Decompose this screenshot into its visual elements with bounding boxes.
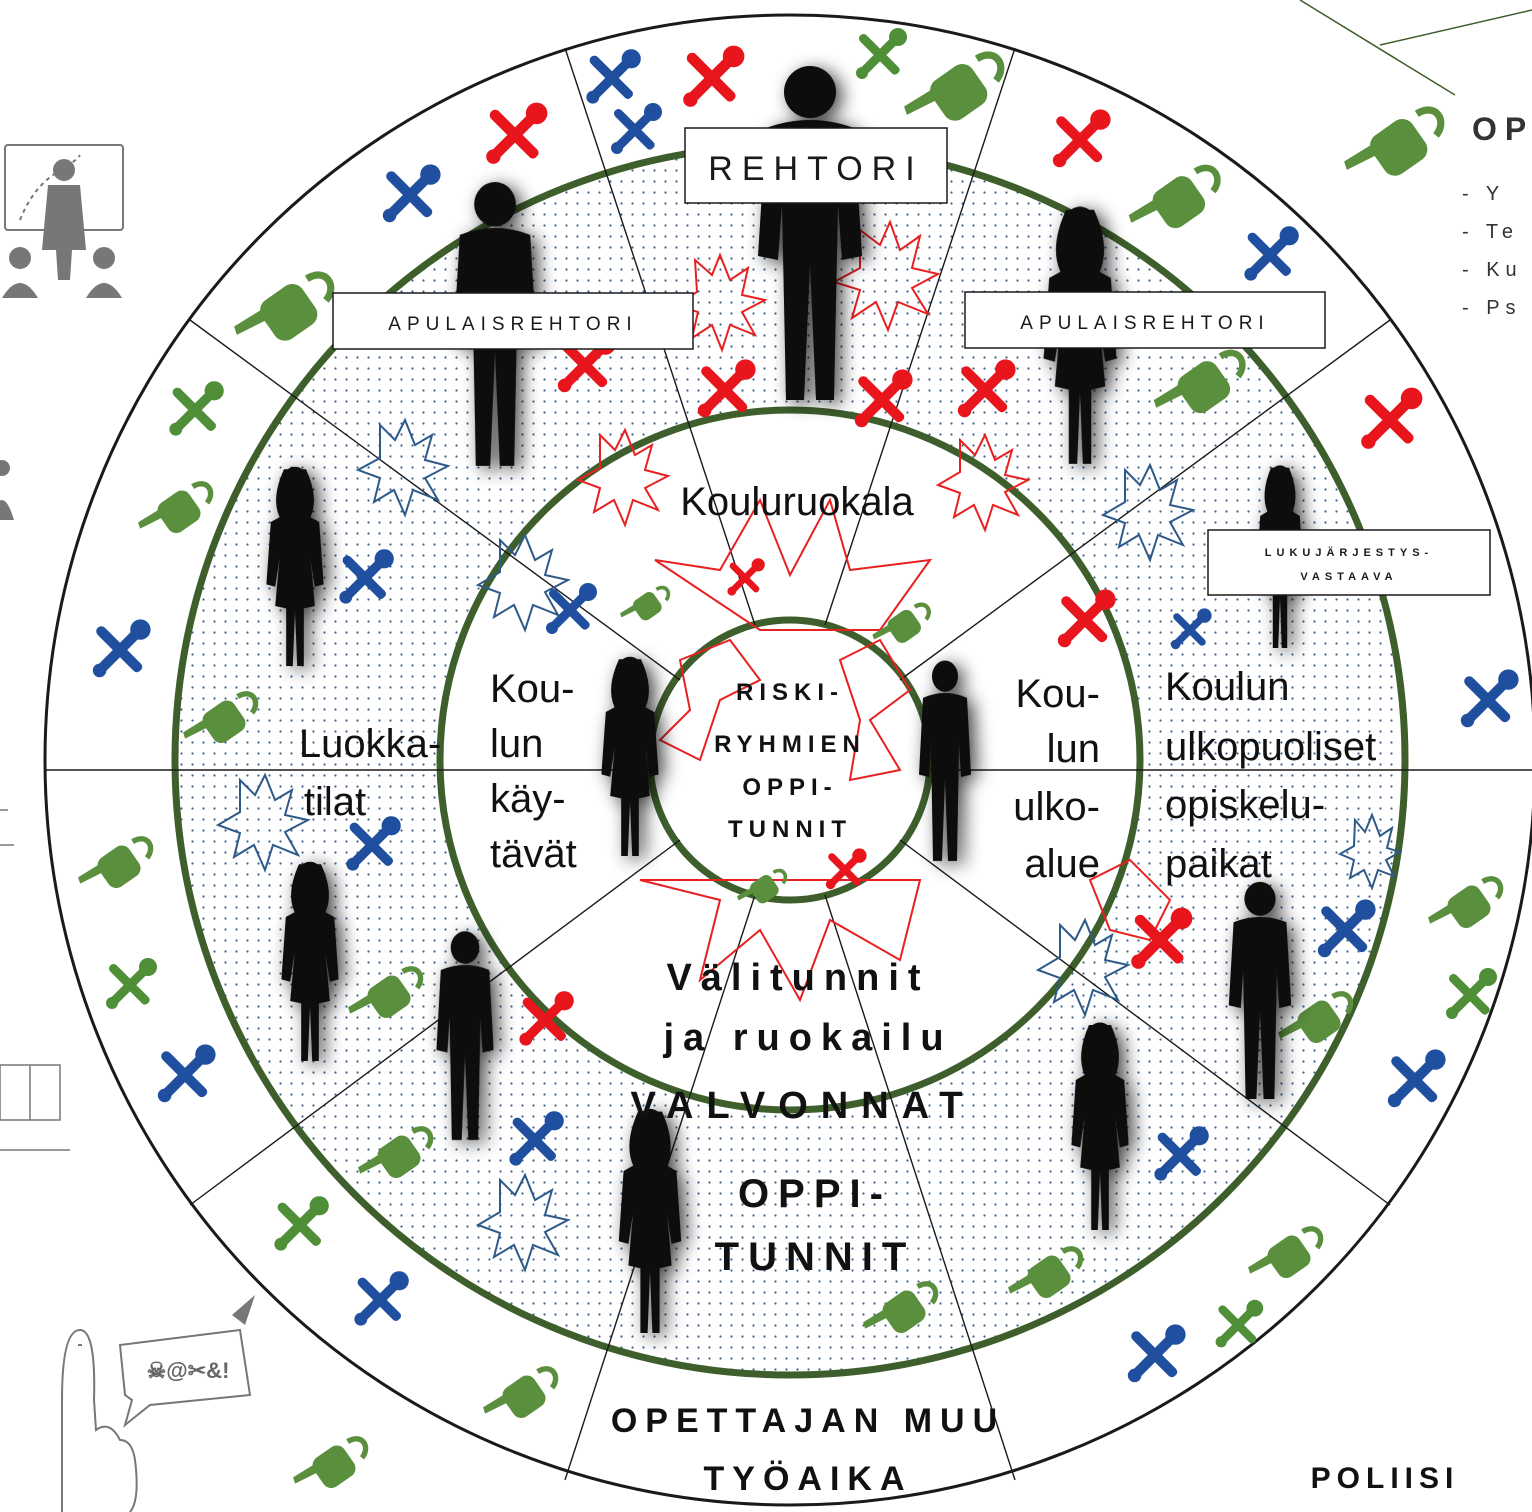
outdoor-line-4: alue bbox=[1024, 842, 1100, 886]
center-line-4: TUNNIT bbox=[728, 816, 852, 843]
teacher-figure-icon bbox=[2, 159, 122, 298]
outdoor-line-2: lun bbox=[1047, 727, 1100, 771]
breaks-line-1: Välitunnit bbox=[666, 957, 929, 999]
canteen-label: Kouluruokala bbox=[680, 480, 914, 524]
offsite-line-4: paikat bbox=[1165, 842, 1272, 886]
corner-line-2 bbox=[1380, 10, 1532, 45]
timetable-box bbox=[1208, 530, 1490, 595]
other-work-line-2: TYÖAIKA bbox=[704, 1460, 913, 1498]
vice-principal-right-label: APULAISREHTORI bbox=[1020, 313, 1269, 334]
speech-bubble: ☠@✂&! bbox=[120, 1295, 255, 1425]
side-heading: OP bbox=[1472, 111, 1532, 147]
corridors-line-3: käy- bbox=[490, 777, 566, 821]
corner-line bbox=[1300, 0, 1455, 95]
side-list-item: - Ku bbox=[1462, 259, 1523, 281]
inner-green-ring bbox=[650, 620, 930, 900]
outdoor-line-3: ulko- bbox=[1013, 785, 1100, 829]
speech-symbols: ☠@✂&! bbox=[147, 1358, 230, 1383]
classrooms-line-1: Luokka- bbox=[299, 722, 441, 766]
corridors-line-1: Kou- bbox=[490, 667, 575, 711]
lessons-line-2: TUNNIT bbox=[715, 1235, 916, 1279]
corridors-line-4: tävät bbox=[490, 832, 577, 876]
center-line-2: RYHMIEN bbox=[714, 731, 866, 758]
offsite-line-2: ulkopuoliset bbox=[1165, 725, 1376, 769]
offsite-line-3: opiskelu- bbox=[1165, 783, 1325, 827]
offsite-line-1: Koulun bbox=[1165, 665, 1290, 709]
side-list-item: - Y bbox=[1462, 183, 1505, 205]
corridors-line-2: lun bbox=[490, 722, 543, 766]
supervision-label: VALVONNAT bbox=[631, 1085, 976, 1127]
side-list-item: - Ps bbox=[1462, 297, 1522, 319]
watering-can-icon bbox=[294, 1439, 366, 1491]
other-work-line-1: OPETTAJAN MUU bbox=[611, 1402, 1005, 1440]
timetable-line-1: LUKUJÄRJESTYS- bbox=[1265, 546, 1433, 559]
center-line-3: OPPI- bbox=[742, 774, 837, 801]
principal-label: REHTORI bbox=[708, 150, 923, 188]
side-list-item: - Te bbox=[1462, 221, 1519, 243]
outdoor-line-1: Kou- bbox=[1016, 672, 1101, 716]
lessons-line-1: OPPI- bbox=[738, 1172, 892, 1216]
center-line-1: RISKI- bbox=[736, 679, 844, 706]
timetable-line-2: VASTAAVA bbox=[1300, 571, 1397, 583]
watering-can-icon bbox=[1345, 110, 1441, 180]
breaks-line-2: ja ruokailu bbox=[662, 1017, 952, 1059]
person-small-icon bbox=[0, 460, 14, 520]
police-label: POLIISI bbox=[1311, 1462, 1460, 1495]
classrooms-line-2: tilat bbox=[304, 780, 366, 824]
vice-principal-left-label: APULAISREHTORI bbox=[388, 314, 637, 335]
